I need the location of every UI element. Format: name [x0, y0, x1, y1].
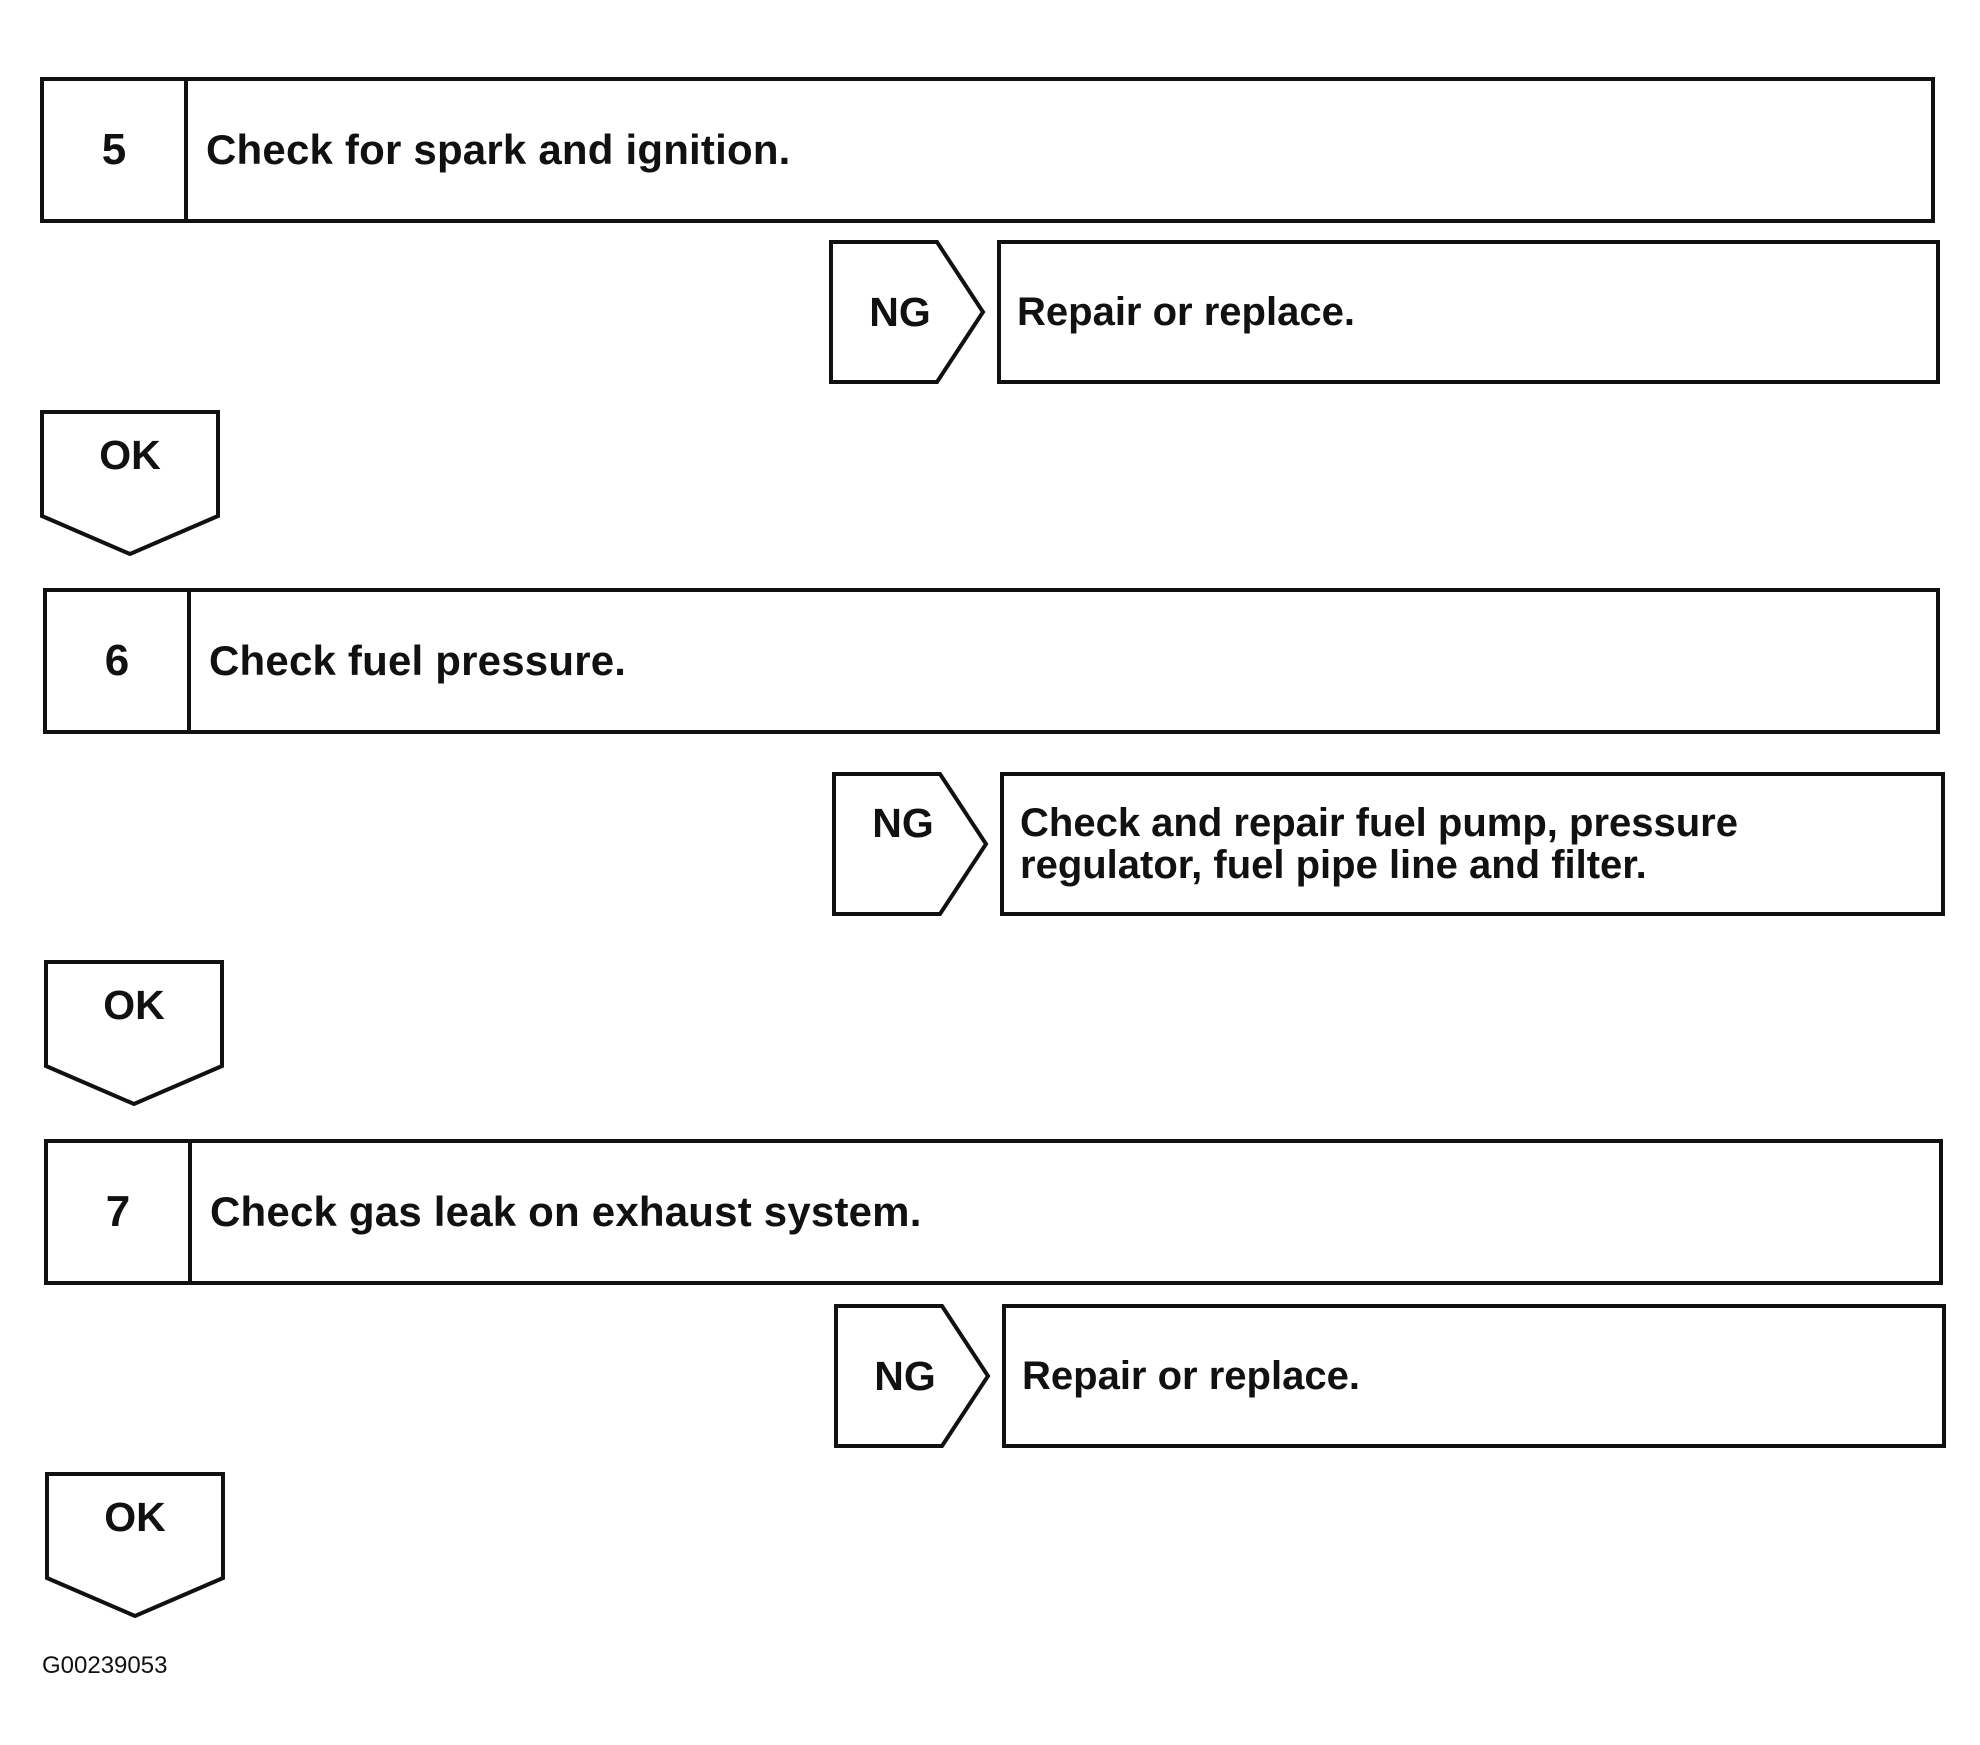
figure-reference-code: G00239053	[42, 1652, 168, 1679]
ok-arrow-shape	[44, 960, 224, 1106]
ng-arrow-shape	[832, 772, 989, 916]
ok-label: OK	[103, 982, 165, 1028]
step-5-ok-tag: OK	[40, 410, 220, 556]
step-6-box: 6 Check fuel pressure.	[43, 588, 1940, 734]
step-number: 5	[44, 81, 188, 219]
step-number: 7	[48, 1143, 192, 1281]
ok-arrow-shape	[40, 410, 220, 556]
ng-arrow-shape	[834, 1304, 991, 1448]
step-7-ng-action: Repair or replace.	[1002, 1304, 1946, 1448]
step-6-ng-tag: NG	[832, 772, 990, 916]
step-6-ng-action: Check and repair fuel pump, pressure reg…	[1000, 772, 1945, 916]
step-number: 6	[47, 592, 191, 730]
step-7-ng-tag: NG	[834, 1304, 992, 1448]
step-description: Check for spark and ignition.	[206, 126, 791, 173]
step-5-box: 5 Check for spark and ignition.	[40, 77, 1935, 223]
step-7-ok-tag: OK	[45, 1472, 225, 1618]
ok-label: OK	[99, 432, 161, 478]
step-description: Check gas leak on exhaust system.	[210, 1188, 922, 1235]
step-5-ng-tag: NG	[829, 240, 987, 384]
ok-label: OK	[104, 1494, 166, 1540]
ng-label: NG	[874, 1352, 936, 1399]
ok-arrow-shape	[45, 1472, 225, 1618]
step-6-ok-tag: OK	[44, 960, 224, 1106]
ng-arrow-shape	[829, 240, 986, 384]
step-5-ng-action: Repair or replace.	[997, 240, 1940, 384]
step-7-box: 7 Check gas leak on exhaust system.	[44, 1139, 1943, 1285]
step-description: Check fuel pressure.	[209, 637, 627, 684]
ng-label: NG	[872, 800, 934, 846]
ng-label: NG	[869, 288, 931, 335]
